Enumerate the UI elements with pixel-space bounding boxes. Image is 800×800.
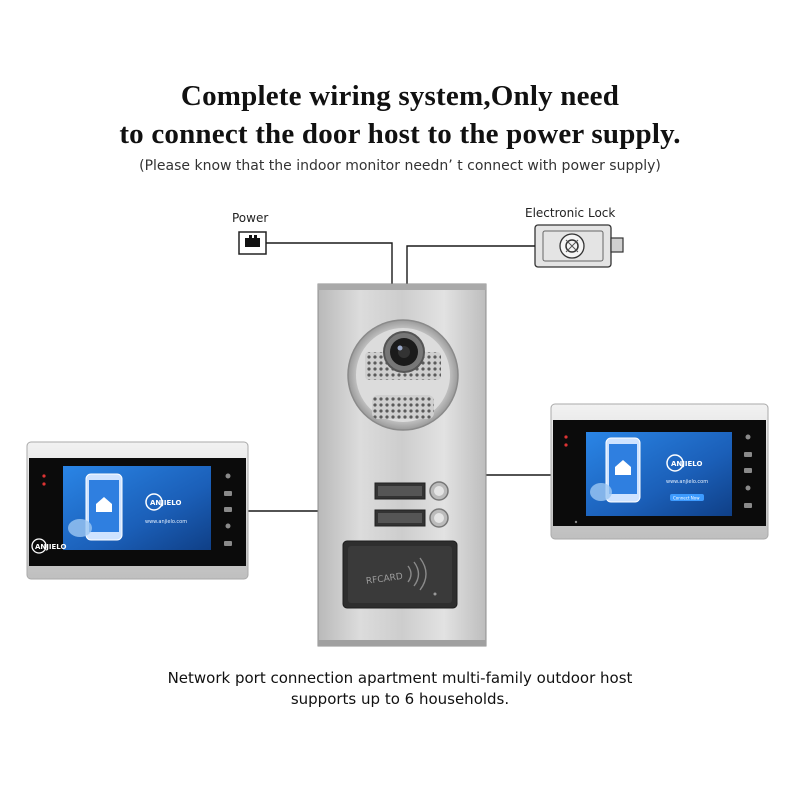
lock-wire <box>406 245 535 284</box>
svg-text:www.anjielo.com: www.anjielo.com <box>145 519 187 525</box>
power-label: Power <box>232 211 269 225</box>
left-indoor-monitor: ANJIELO www.anjielo.com ANJIELO <box>26 441 249 580</box>
caption-line-1: Network port connection apartment multi-… <box>167 669 633 687</box>
phone-icon <box>68 473 123 541</box>
caption-line-2: supports up to 6 households. <box>290 690 510 708</box>
monitor-side-buttons <box>224 473 232 546</box>
power-wire <box>266 242 393 284</box>
right-indoor-monitor: ANJIELO www.anjielo.com Connect Now <box>550 403 769 540</box>
power-outlet-icon <box>238 231 267 255</box>
rfid-wave-icon <box>407 557 427 591</box>
door-station: RFCARD <box>317 283 487 647</box>
call-button-row-2 <box>374 508 449 528</box>
camera-lens-icon <box>383 331 425 373</box>
status-leds <box>42 474 46 486</box>
subnote: (Please know that the indoor monitor nee… <box>139 158 661 174</box>
electronic-lock-label: Electronic Lock <box>525 206 616 220</box>
monitor-side-buttons <box>744 434 752 508</box>
rfcard-reader: RFCARD <box>342 540 458 609</box>
phone-icon <box>590 437 641 503</box>
electronic-lock-icon <box>534 224 624 268</box>
status-leds <box>564 435 568 447</box>
camera-module <box>347 319 459 431</box>
call-button-row-1 <box>374 481 449 501</box>
svg-text:www.anjielo.com: www.anjielo.com <box>666 479 708 485</box>
anjielo-logo-screen: ANJIELO www.anjielo.com Connect Now <box>666 454 708 501</box>
svg-text:ANJIELO: ANJIELO <box>671 460 702 468</box>
anjielo-logo-bezel: ANJIELO <box>31 538 66 554</box>
svg-text:ANJIELO: ANJIELO <box>35 543 66 551</box>
wires <box>248 242 551 512</box>
svg-text:ANJIELO: ANJIELO <box>150 499 181 507</box>
anjielo-logo-screen: ANJIELO www.anjielo.com <box>145 493 187 525</box>
svg-text:Connect Now: Connect Now <box>673 496 700 501</box>
headline-line-1: Complete wiring system,Only need <box>180 80 620 112</box>
headline-line-2: to connect the door host to the power su… <box>119 118 681 150</box>
